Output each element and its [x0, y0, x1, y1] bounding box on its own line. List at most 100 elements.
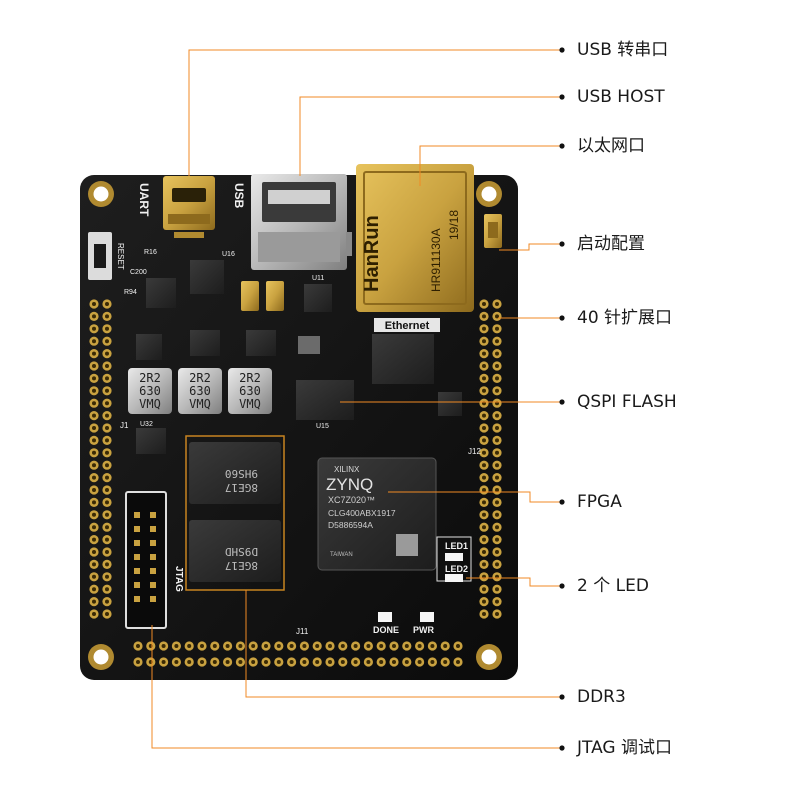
line-ddr3	[245, 590, 562, 698]
bottom-pad-hole	[315, 660, 320, 664]
bottom-pad-hole	[430, 660, 435, 664]
pwr-silkscreen: PWR	[413, 625, 434, 635]
fpga-package: CLG400ABX1917	[328, 508, 396, 518]
silk-r16: R16	[144, 249, 157, 256]
ddr-chip1-line2: 8GE17	[225, 481, 258, 494]
right-pad-hole	[495, 351, 499, 356]
right-pad-hole	[495, 450, 499, 455]
bottom-pad-hole	[353, 644, 358, 648]
fpga-datamatrix	[396, 534, 418, 556]
usb-uart-connector	[163, 176, 215, 238]
left-pad-hole	[105, 302, 109, 306]
left-pad-hole	[92, 326, 96, 331]
right-pad-hole	[482, 388, 486, 393]
right-pad-hole	[482, 587, 486, 592]
right-pad-hole	[495, 587, 499, 592]
bottom-pad-hole	[200, 644, 204, 648]
bottom-pad-hole	[340, 660, 345, 664]
inductor	[228, 368, 272, 414]
bottom-pad-hole	[353, 660, 358, 664]
line-jtag	[151, 625, 562, 749]
reset-button	[88, 232, 112, 280]
left-pad-hole	[92, 512, 96, 517]
left-pad-hole	[92, 500, 96, 505]
bottom-pad-hole	[392, 660, 396, 664]
jtag-pin	[150, 512, 156, 518]
left-pad-hole	[105, 426, 109, 430]
right-pad-hole	[495, 314, 499, 319]
inductor-marking: 630	[139, 384, 161, 398]
right-pad-hole	[482, 351, 486, 356]
left-pad-hole	[105, 525, 109, 530]
bottom-pad-hole	[404, 644, 409, 648]
magjack-date: 19/18	[447, 210, 461, 240]
right-pad-hole	[495, 388, 499, 393]
usb-host-connector	[251, 174, 352, 270]
left-pad-hole	[105, 376, 109, 381]
right-pad-hole	[495, 599, 499, 604]
ethernet-magjack: HanRun HR911130A 19/18	[356, 164, 474, 312]
inductor-marking: VMQ	[239, 397, 261, 411]
jtag-pin	[134, 582, 140, 588]
bottom-pad-hole	[289, 644, 294, 648]
led1-silkscreen: LED1	[445, 541, 468, 551]
right-pad-hole	[482, 599, 486, 604]
right-pad-hole	[482, 550, 486, 554]
jtag-pin	[150, 596, 156, 602]
bottom-pad-hole	[404, 660, 409, 664]
left-pad-hole	[92, 413, 96, 418]
right-pad-hole	[495, 512, 499, 517]
bottom-pad-hole	[456, 660, 460, 664]
left-pad-hole	[92, 351, 96, 356]
left-pad-hole	[92, 475, 96, 480]
jtag-pin	[134, 540, 140, 546]
left-pad-hole	[92, 599, 96, 604]
right-pad-hole	[482, 314, 486, 319]
left-pad-hole	[92, 426, 96, 430]
right-pad-hole	[482, 339, 486, 344]
right-pad-hole	[482, 302, 486, 306]
done-silkscreen: DONE	[373, 625, 399, 635]
callout-lines	[151, 49, 562, 749]
fpga-family: ZYNQ	[326, 475, 373, 494]
right-pad-hole	[482, 612, 486, 616]
bottom-pad-hole	[443, 644, 448, 648]
inductor-marking: 630	[189, 384, 211, 398]
silk-c200: C200	[130, 269, 147, 276]
left-pad-hole	[105, 314, 109, 319]
right-pad-hole	[495, 339, 499, 344]
jtag-pin	[150, 582, 156, 588]
left-pad-hole	[92, 450, 96, 455]
silk-j1: J1	[120, 421, 129, 430]
inductor-marking: 630	[239, 384, 261, 398]
left-pad-hole	[105, 388, 109, 393]
bottom-pad-hole	[200, 660, 204, 664]
left-pad-hole	[105, 574, 109, 579]
left-pad-hole	[105, 587, 109, 592]
jtag-pin	[134, 596, 140, 602]
callout-usb-uart: USB 转串口	[577, 40, 669, 60]
bottom-pad-hole	[328, 644, 332, 648]
led-area	[378, 536, 472, 622]
bottom-pad-hole	[366, 660, 371, 664]
left-pad-hole	[105, 413, 109, 418]
right-pad-hole	[495, 475, 499, 480]
magjack-part: HR911130A	[429, 228, 443, 292]
fpga-origin: TAIWAN	[330, 552, 353, 558]
left-pad-hole	[92, 339, 96, 344]
silk-u16: U16	[222, 251, 235, 258]
right-pad-hole	[495, 488, 499, 492]
right-40pin-header	[479, 299, 502, 619]
left-pad-hole	[105, 326, 109, 331]
left-pad-hole	[92, 388, 96, 393]
jtag-pin	[134, 568, 140, 574]
callout-ddr3: DDR3	[577, 687, 626, 707]
left-pad-hole	[105, 438, 109, 443]
bottom-pad-hole	[302, 644, 307, 648]
bottom-pad-hole	[174, 660, 179, 664]
bottom-pad-hole	[187, 660, 192, 664]
bottom-pad-hole	[187, 644, 192, 648]
left-pad-hole	[105, 364, 109, 368]
bottom-pad-hole	[417, 660, 422, 664]
bottom-pad-hole	[225, 644, 230, 648]
